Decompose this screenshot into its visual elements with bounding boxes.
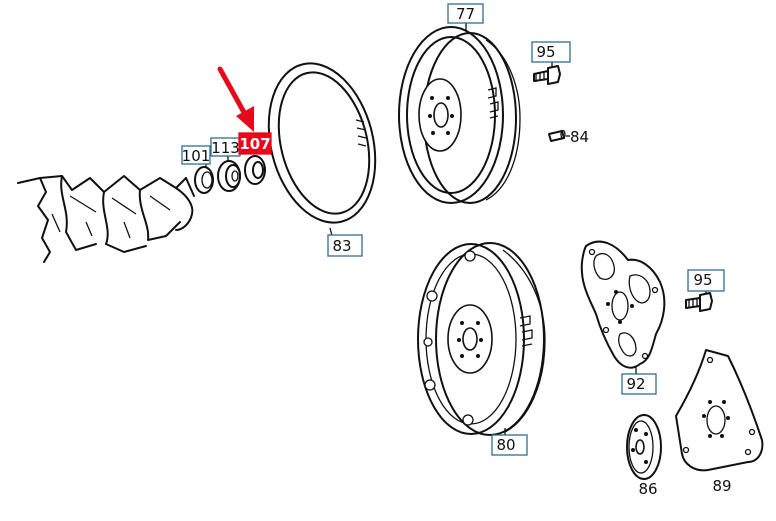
label-95-bottom[interactable]: 95 [687,269,725,292]
part-86-washer [626,414,662,480]
label-84[interactable]: 84 [570,128,589,146]
leader-lines [205,22,707,436]
svg-text:89: 89 [712,477,731,495]
part-83-ring-gear [267,62,377,224]
svg-text:101: 101 [182,147,211,165]
part-113-bearing [217,160,241,192]
part-89-plate [675,349,764,472]
part-95-bolt-bottom [685,292,713,312]
highlight-arrow-icon [217,66,254,132]
label-83[interactable]: 83 [327,234,363,257]
label-113[interactable]: 113 [210,137,241,157]
svg-text:77: 77 [456,5,475,23]
part-101-seal [194,166,214,194]
crankshaft [17,175,195,263]
part-107-ring [244,155,266,185]
svg-text:84: 84 [570,128,589,146]
label-80[interactable]: 80 [491,434,528,456]
label-101[interactable]: 101 [181,145,211,165]
label-107-highlighted[interactable]: 107 [238,132,272,155]
label-77[interactable]: 77 [447,3,484,24]
svg-text:92: 92 [626,375,645,393]
svg-text:113: 113 [211,139,240,157]
svg-text:86: 86 [638,480,657,498]
label-86[interactable]: 86 [638,480,657,498]
part-95-bolt-top [533,65,561,85]
label-95-top[interactable]: 95 [531,41,571,63]
part-80-drive-plate [417,242,546,436]
svg-text:95: 95 [693,271,712,289]
label-92[interactable]: 92 [621,373,657,395]
label-89[interactable]: 89 [712,477,731,495]
svg-text:95: 95 [536,43,555,61]
svg-text:107: 107 [239,135,270,153]
part-84-dowel-pin [548,129,566,142]
svg-text:80: 80 [496,436,515,454]
svg-text:83: 83 [332,237,351,255]
part-92-plate [580,240,666,369]
part-77-flywheel [398,26,521,204]
